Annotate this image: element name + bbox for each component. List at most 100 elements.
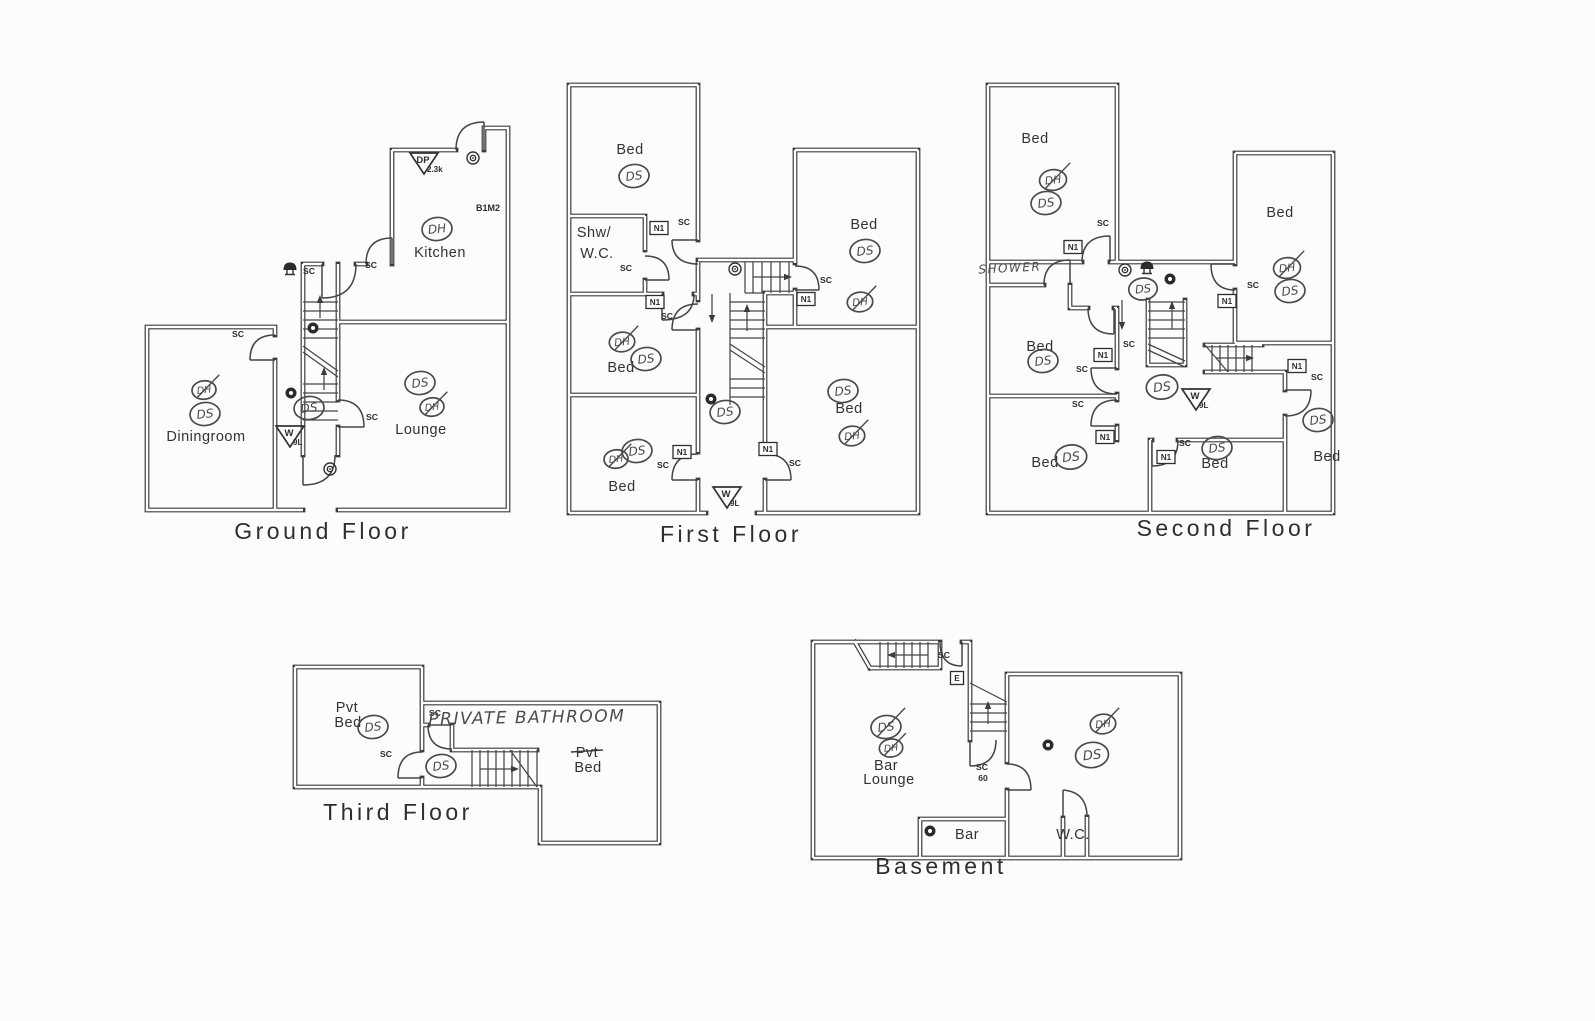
second-floor-plan: Second FloorBedBedBedBedBedBedDHDSDHDSDS… — [978, 82, 1340, 541]
door-label-sc: SC — [678, 217, 690, 227]
room-label: Bed — [1313, 449, 1340, 465]
box-label-text: N1 — [1292, 362, 1303, 371]
door-label-sc: SC — [380, 749, 392, 759]
walls-inner — [293, 665, 661, 845]
dh-tag: DH — [878, 732, 907, 758]
walls-inner — [811, 640, 1182, 860]
tag-letters: DS — [364, 719, 383, 735]
tag-cross-line — [851, 285, 877, 311]
ds-tag: DS — [618, 163, 650, 189]
dh-tag: DH — [1038, 162, 1071, 192]
box-label-text: N1 — [1068, 243, 1079, 252]
ds-tag: DS — [630, 346, 662, 372]
triangle-letter: DP — [416, 155, 430, 166]
tag-letters: DS — [834, 383, 853, 399]
n1-box-label: N1 — [1217, 293, 1237, 309]
tag-letters: DS — [196, 406, 215, 422]
tag-letters: DS — [1208, 440, 1227, 456]
ds-tag: DS — [1274, 278, 1306, 304]
dh-tag: DH — [1089, 707, 1120, 735]
room-label: Bed — [850, 217, 877, 233]
tag-cross-line — [1094, 707, 1120, 733]
tag-circle — [1145, 374, 1179, 400]
box-label-text: N1 — [801, 295, 812, 304]
floor-title: Ground Floor — [234, 518, 412, 544]
door-label-sc: SC — [620, 263, 632, 273]
n1-box-label: N1 — [1156, 449, 1176, 465]
ds-tag: DS — [870, 707, 906, 740]
triangle-sub-label: 9L — [293, 438, 302, 447]
room-label: Bed — [1021, 131, 1048, 147]
triangle-letter: W — [285, 428, 294, 439]
tag-circle — [1302, 407, 1334, 433]
room-label: Bed — [1026, 339, 1053, 355]
ds-tag: DS — [357, 714, 389, 740]
e-box-label: E — [949, 670, 965, 686]
room-label: Bed — [835, 401, 862, 417]
tag-circle — [421, 216, 453, 242]
tag-circle — [1127, 277, 1159, 301]
dh-tag: DH — [603, 443, 632, 470]
dh-tag: DH — [191, 374, 220, 401]
n1-box-label: N1 — [1095, 429, 1115, 445]
ds-tag: DS — [1027, 348, 1059, 374]
room-label: W.C. — [1056, 827, 1089, 843]
ds-tag: DS — [827, 378, 859, 404]
tag-letters: DS — [411, 375, 430, 391]
smoke-detector-icon — [728, 262, 742, 276]
ds-tag: DS — [1201, 435, 1233, 461]
tag-circle — [709, 399, 741, 425]
door-label-sc: SC — [1076, 364, 1088, 374]
tag-circle — [293, 395, 325, 421]
room-label: Pvt — [336, 700, 358, 716]
ground-floor-plan: Ground FloorDiningroomKitchenLoungeB1M2D… — [144, 121, 511, 544]
room-label: Diningroom — [166, 429, 245, 445]
tag-cross-line — [1044, 162, 1071, 190]
tag-circle — [618, 163, 650, 189]
w-9l-symbol: W9L — [1180, 388, 1212, 412]
tag-letters: DS — [625, 168, 644, 184]
door-label-sc: SC — [976, 762, 988, 772]
door-label-sc: SC — [303, 266, 315, 276]
tag-letters: DS — [300, 400, 319, 416]
tag-circle — [608, 331, 636, 353]
stair-treads — [729, 262, 790, 405]
tag-letters: DS — [1061, 448, 1080, 465]
first-labels-layer: First FloorBedShw/W.C.BedBedBedBedDSDHDS… — [577, 142, 881, 547]
door-arcs — [644, 239, 820, 481]
floor-title: Second Floor — [1137, 515, 1316, 541]
tag-circle — [1038, 168, 1068, 192]
handwritten-note: PRIVATE BATHROOM — [428, 706, 625, 729]
door-arcs — [249, 121, 485, 486]
tag-letters: DS — [628, 443, 647, 459]
n1-box-label: N1 — [672, 444, 692, 460]
box-label-text: N1 — [1222, 297, 1233, 306]
tag-circle — [1089, 713, 1117, 735]
room-label: Bar — [955, 827, 979, 843]
handwritten-note: SHOWER — [978, 259, 1042, 276]
floor-title: Third Floor — [323, 799, 473, 825]
door-label-60: 60 — [978, 773, 988, 783]
tag-circle — [846, 291, 874, 313]
door-arcs — [1043, 235, 1312, 467]
n1-box-label: N1 — [758, 441, 778, 457]
ds-tag: DS — [404, 370, 436, 396]
tag-letters: DS — [856, 243, 875, 259]
triangle-letter: W — [1191, 391, 1200, 402]
tag-letters: DS — [1281, 283, 1300, 299]
triangle-sub-label: 9L — [1199, 401, 1208, 410]
room-label: Shw/ — [577, 225, 612, 241]
n1-box-label: N1 — [1063, 239, 1083, 255]
room-label: Lounge — [863, 772, 914, 788]
w-9l-symbol: W9L — [711, 486, 743, 510]
ds-tag: DS — [849, 238, 881, 264]
stair-direction-arrows — [708, 273, 792, 331]
room-label: Bed — [1201, 456, 1228, 472]
box-label-text: N1 — [763, 445, 774, 454]
tag-circle — [425, 753, 457, 779]
heat-detector-icon — [307, 322, 319, 334]
box-label-text: N1 — [654, 224, 665, 233]
tag-circle — [1201, 435, 1233, 461]
